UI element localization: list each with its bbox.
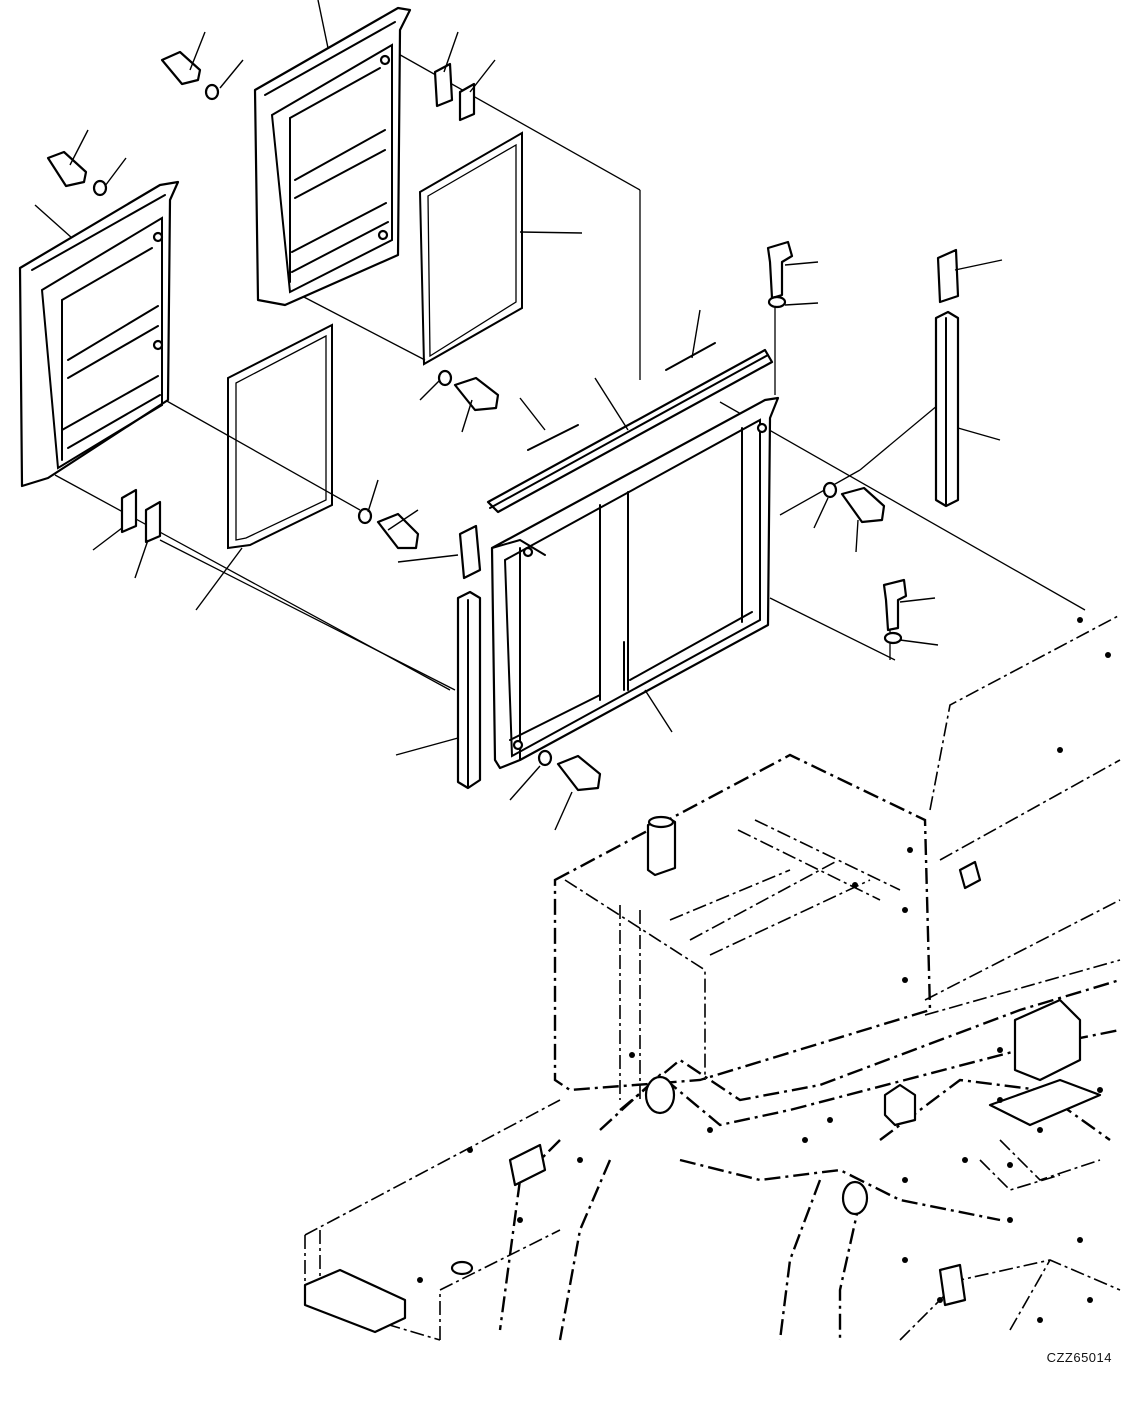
bolt (453, 376, 500, 412)
washer (92, 179, 108, 197)
vertical-post-left (456, 590, 482, 790)
washer (204, 83, 220, 101)
gasket-seal-upper (418, 131, 523, 366)
bolt (46, 150, 88, 188)
left-screen-panel (18, 180, 180, 488)
bolts-and-washers (46, 50, 908, 792)
washer (767, 295, 787, 309)
washer (822, 481, 838, 499)
bolt (840, 486, 886, 524)
washer (537, 749, 553, 767)
bolt (766, 240, 794, 300)
bolt (160, 50, 202, 86)
washer (437, 369, 453, 387)
brackets (120, 62, 960, 580)
rod-pins (527, 342, 716, 691)
body-rivets (417, 617, 1111, 1323)
upper-screen-panel (253, 6, 412, 307)
vertical-post-right (934, 310, 960, 508)
gasket-seal-lower (227, 323, 333, 550)
top-angle-bar (486, 348, 774, 514)
leader-lines (34, 0, 1003, 831)
radiator-frame (490, 396, 780, 770)
machine-body-phantom (303, 614, 1121, 1341)
washer (883, 631, 903, 645)
bolt (376, 512, 420, 550)
washer (357, 507, 373, 525)
drawing-code: CZZ65014 (1046, 1350, 1112, 1365)
bolt (556, 754, 602, 792)
bolt (882, 578, 908, 632)
